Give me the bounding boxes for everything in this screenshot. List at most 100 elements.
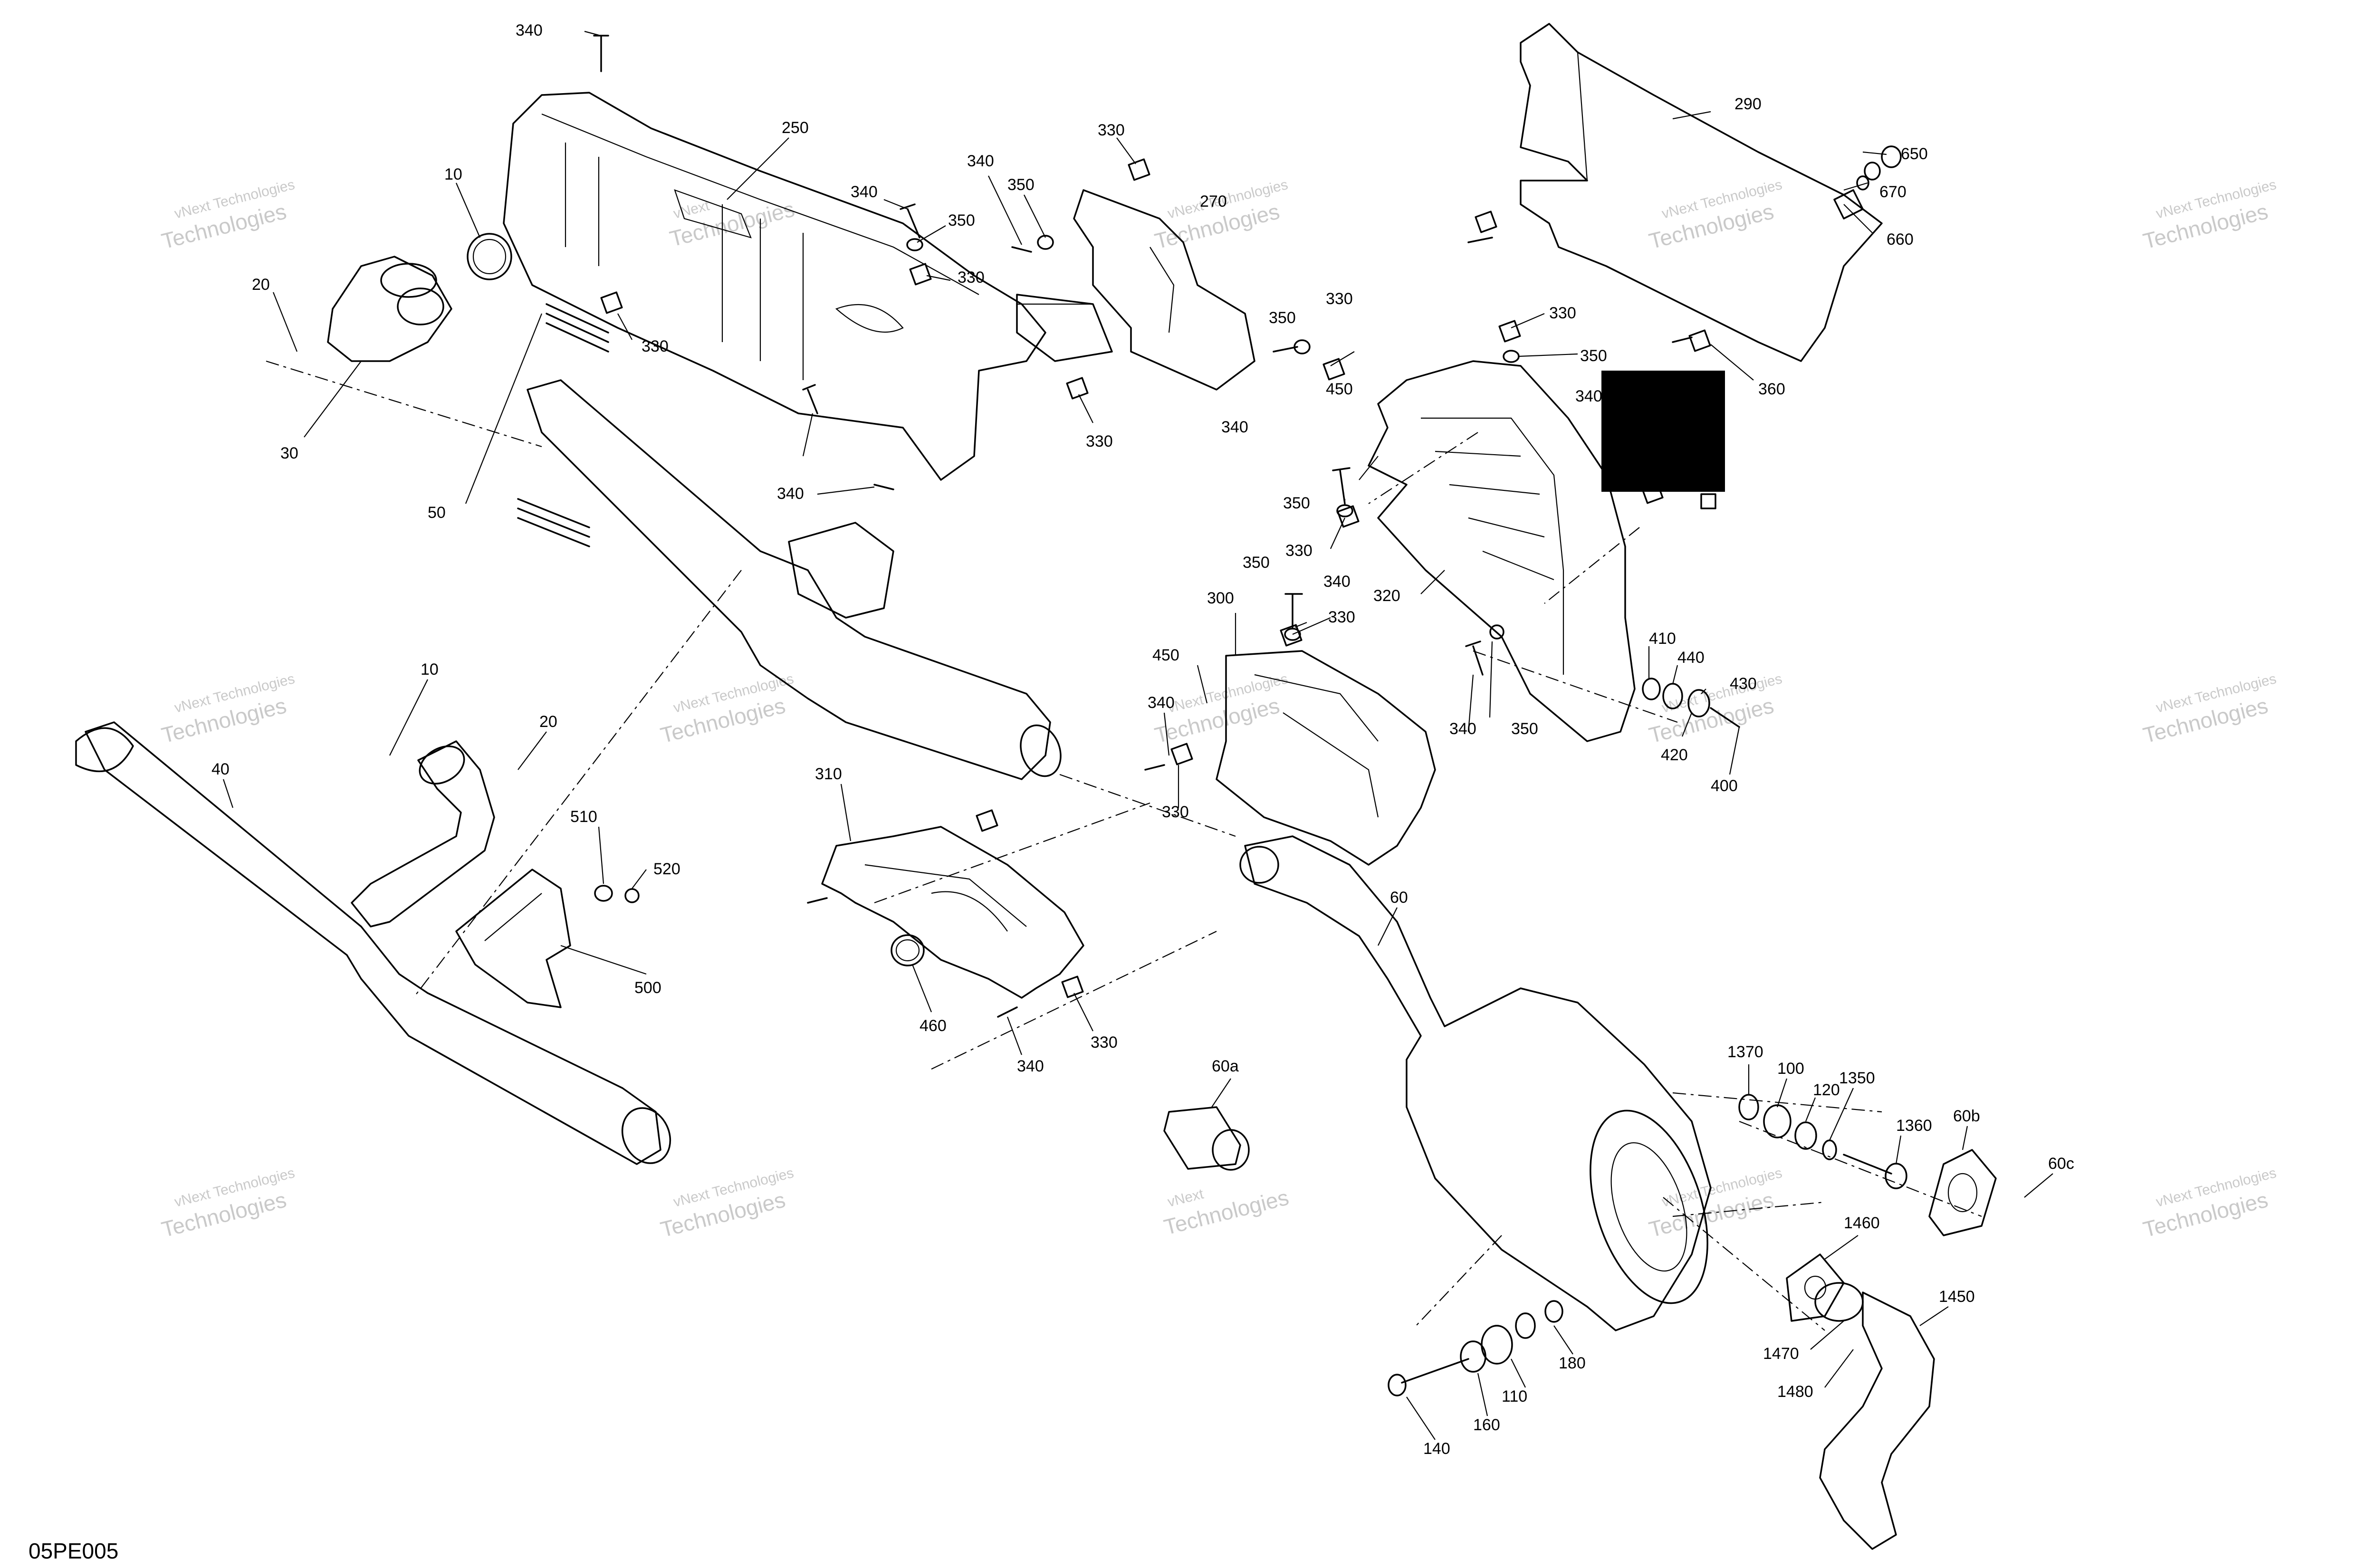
watermark: vNext Technologies Technologies — [159, 1165, 297, 1242]
callout-label: 10 — [421, 660, 439, 679]
callout-label: 290 — [1734, 95, 1762, 113]
callout-label: 1460 — [1844, 1214, 1880, 1232]
callout-label: 520 — [653, 860, 680, 878]
callout-label: 270 — [1200, 192, 1227, 210]
bolts-340 — [593, 35, 1693, 1018]
callout-label: 1480 — [1777, 1383, 1813, 1401]
heat-shield-310 — [821, 826, 1084, 999]
end-plate-60b — [1928, 1149, 1997, 1236]
callout-label: 660 — [1887, 230, 1914, 249]
callout-label: 1360 — [1896, 1117, 1932, 1135]
callout-label: 330 — [958, 268, 985, 287]
muffler-mount-hardware — [1388, 1300, 1563, 1396]
callout-label: 350 — [1243, 554, 1270, 572]
callout-label: 20 — [252, 276, 270, 294]
bracket-500 — [455, 869, 571, 1008]
callout-label: 330 — [1549, 304, 1576, 322]
callout-label: 340 — [1017, 1057, 1044, 1075]
callout-label: 330 — [1285, 542, 1313, 560]
callout-label: 60c — [2048, 1155, 2074, 1173]
callout-label: 510 — [570, 808, 597, 826]
callout-label: 400 — [1711, 777, 1738, 795]
watermark: vNext Technologies Technologies — [1152, 177, 1290, 254]
callout-label: 360 — [1758, 380, 1785, 398]
assembly-centerlines — [266, 360, 1982, 1331]
watermark: vNext Technologies Technologies — [1647, 1165, 1784, 1242]
callout-label: 340 — [1323, 573, 1351, 591]
watermark: vNext Technologies Technologies — [658, 671, 795, 748]
callout-label: 100 — [1777, 1060, 1804, 1078]
watermark: vNext Technologies Technologies — [1647, 671, 1784, 748]
callout-label: 340 — [516, 21, 543, 39]
tailpipe-1450 — [1814, 1282, 1935, 1550]
callout-label: 310 — [815, 765, 842, 783]
callout-label: 340 — [851, 183, 878, 201]
callout-label: 350 — [1269, 309, 1296, 327]
callout-label: 340 — [1575, 387, 1602, 405]
callout-label: 1350 — [1839, 1069, 1875, 1087]
callout-label: 650 — [1901, 145, 1928, 163]
muffler-60 — [1239, 835, 1712, 1331]
diagram-code: 05PE005 — [29, 1539, 118, 1563]
spark-arrestor-60a — [1163, 1106, 1250, 1171]
watermark: vNext Technologies Technologies — [2141, 671, 2278, 748]
callout-label: 180 — [1559, 1354, 1586, 1372]
watermark: vNext Technologies Technologies — [2141, 177, 2278, 254]
callout-label: 500 — [634, 979, 661, 997]
heat-shield-300 — [1216, 650, 1436, 866]
lower-flange-pipe — [351, 740, 495, 927]
callout-label: 320 — [1373, 587, 1400, 605]
callout-labels: 340 250 10 20 30 330 50 340 350 330 340 … — [211, 21, 2074, 1458]
callout-label: 350 — [1511, 720, 1538, 738]
callout-label: 350 — [948, 211, 975, 229]
heat-shield-320 — [1368, 360, 1636, 742]
washers-350 — [594, 235, 1520, 903]
callout-label: 420 — [1661, 746, 1688, 764]
callout-label: 50 — [428, 504, 446, 522]
watermark: vNext Technologies — [1161, 1185, 1291, 1239]
callout-label: 340 — [1221, 418, 1248, 436]
elbow-pipe-30 — [327, 256, 452, 362]
watermark-layer: vNext Technologies Technologies vNext Te… — [159, 177, 2278, 1242]
callout-label: 1370 — [1727, 1043, 1763, 1061]
callout-label: 460 — [920, 1017, 947, 1035]
callout-label: 30 — [280, 444, 298, 462]
callout-label: 440 — [1677, 649, 1705, 667]
callout-label: 410 — [1649, 630, 1676, 648]
grommet-460 — [891, 934, 925, 966]
springs-50 — [517, 303, 609, 547]
callout-label: 330 — [1328, 608, 1355, 626]
clips-330 — [600, 158, 1716, 998]
callout-label: 1470 — [1763, 1345, 1799, 1363]
callout-label: 60b — [1953, 1107, 1980, 1125]
callout-label: 330 — [1326, 290, 1353, 308]
callout-label: 40 — [211, 760, 230, 778]
callout-label: 330 — [1091, 1033, 1118, 1052]
callout-label: 430 — [1730, 675, 1757, 693]
callout-label: 120 — [1813, 1081, 1840, 1099]
callout-label: 330 — [1162, 803, 1189, 821]
callout-label: 670 — [1879, 183, 1907, 201]
callout-label: 1450 — [1939, 1288, 1975, 1306]
heat-shield-290 — [1520, 23, 1883, 362]
watermark: vNext Technologies Technologies — [159, 671, 297, 748]
callout-label: 450 — [1326, 380, 1353, 398]
callout-label: 330 — [642, 337, 669, 355]
callout-label: 60 — [1390, 889, 1408, 907]
lower-exhaust-pipe-40 — [75, 721, 671, 1165]
callout-label: 330 — [1086, 432, 1113, 450]
heat-shield-270 — [1016, 189, 1255, 391]
gasket-1460 — [1786, 1253, 1845, 1322]
callout-label: 10 — [444, 165, 462, 183]
callout-label: 140 — [1423, 1440, 1450, 1458]
gasket-10 — [467, 233, 512, 280]
top-right-hardware — [1833, 145, 1902, 220]
callout-label: 350 — [1283, 494, 1310, 512]
callout-label: 350 — [1007, 176, 1035, 194]
watermark: vNext Technologies Technologies — [1647, 177, 1784, 254]
redaction-box — [1601, 371, 1725, 492]
leader-lines — [222, 30, 2053, 1440]
callout-label: 340 — [1148, 694, 1175, 712]
callout-label: 350 — [1580, 347, 1607, 365]
callout-label: 340 — [777, 485, 804, 503]
